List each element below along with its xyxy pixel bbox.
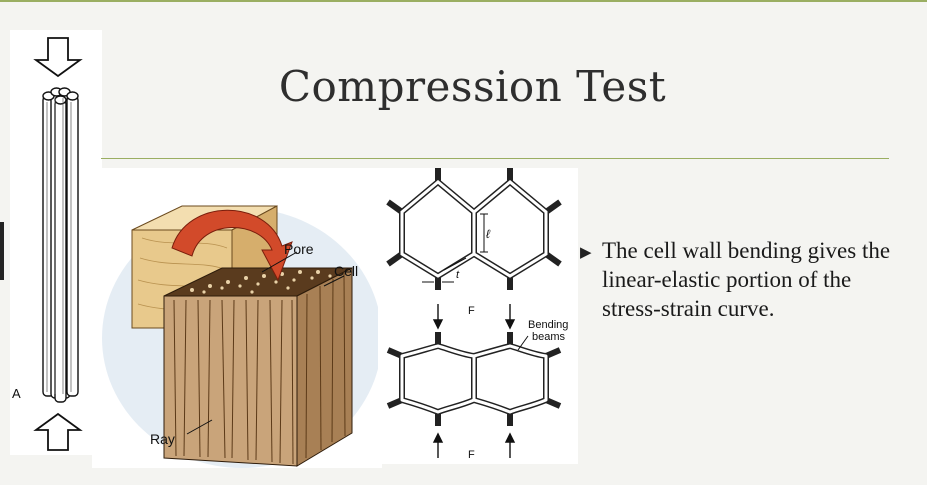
curved-arrow-icon [171, 209, 293, 282]
figure-label-a: A [12, 386, 21, 401]
top-force-arrow-icon [33, 37, 83, 78]
bullet-point: ▶ The cell wall bending gives the linear… [580, 236, 900, 323]
bending-beams-label-line1: Bending [528, 319, 568, 331]
tube-shading [46, 98, 72, 394]
cell-pores [190, 270, 332, 294]
large-wood-block [163, 267, 353, 467]
tube-bundle-drawing: A [12, 37, 83, 451]
dimension-t-label: t [456, 269, 460, 281]
ray-label: Ray [150, 431, 175, 447]
tube-bundle [42, 87, 79, 403]
bullet-text: The cell wall bending gives the linear-e… [602, 238, 891, 321]
bullet-triangle-icon: ▶ [580, 245, 592, 261]
cell-label: Cell [334, 263, 358, 279]
dimension-marks [422, 213, 488, 283]
force-top-label: F [468, 305, 475, 317]
dimension-l-label: ℓ [486, 227, 491, 241]
bottom-force-arrow-icon [33, 412, 83, 451]
wood-block-figure: Pore Cell Ray [92, 168, 382, 468]
left-edge-tab [0, 222, 4, 280]
pore-label: Pore [284, 241, 314, 257]
tube-bundle-figure: A [10, 30, 102, 455]
bending-beams-label-line2: beams [532, 331, 566, 343]
honeycomb-figure: ℓ t F F Bending beams [378, 168, 578, 464]
force-bottom-label: F [468, 449, 475, 461]
slide-title: Compression Test [278, 62, 667, 111]
top-accent-rule [0, 0, 927, 2]
vertical-grain [173, 272, 346, 465]
title-underline-rule [101, 158, 889, 159]
force-arrows [432, 304, 516, 458]
